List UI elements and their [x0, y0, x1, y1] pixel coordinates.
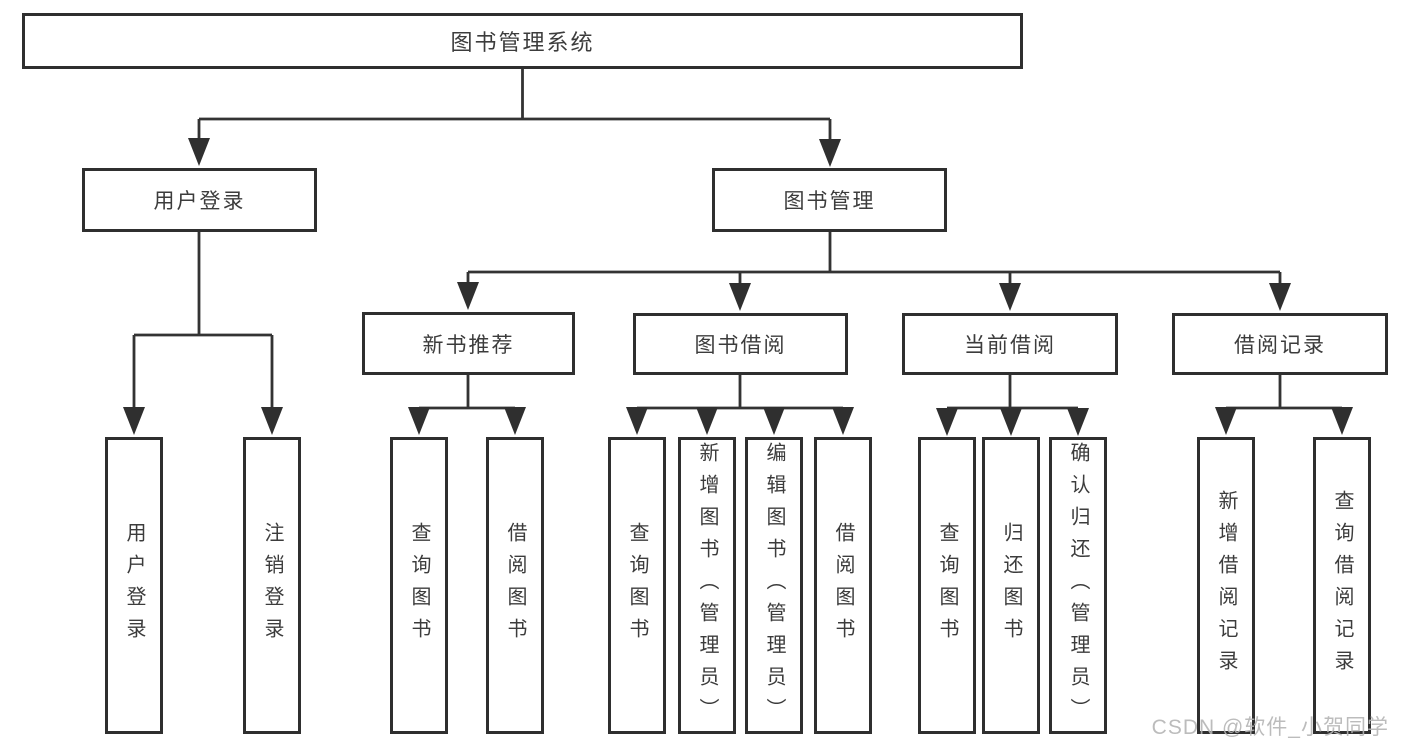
- leaf-query-books-borrowing: 查询图书: [608, 437, 666, 734]
- leaf-edit-books-admin: 编辑图书（管理员）: [745, 437, 803, 734]
- leaf-query-books-recommendation: 查询图书: [390, 437, 448, 734]
- node-borrowing-records: 借阅记录: [1172, 313, 1388, 375]
- node-new-book-recommendation: 新书推荐: [362, 312, 575, 375]
- arrowheads: [123, 138, 1353, 436]
- leaf-borrow-books: 借阅图书: [814, 437, 872, 734]
- leaf-borrow-books-recommendation: 借阅图书: [486, 437, 544, 734]
- leaf-confirm-return-admin: 确认归还（管理员）: [1049, 437, 1107, 734]
- node-library-management-system: 图书管理系统: [22, 13, 1023, 69]
- leaf-user-login: 用户登录: [105, 437, 163, 734]
- leaf-add-books-admin: 新增图书（管理员）: [678, 437, 736, 734]
- leaf-query-books-current: 查询图书: [918, 437, 976, 734]
- leaf-add-borrowing-record: 新增借阅记录: [1197, 437, 1255, 734]
- leaf-return-books: 归还图书: [982, 437, 1040, 734]
- leaf-logout: 注销登录: [243, 437, 301, 734]
- node-user-login: 用户登录: [82, 168, 317, 232]
- node-book-management: 图书管理: [712, 168, 947, 232]
- node-book-borrowing: 图书借阅: [633, 313, 848, 375]
- node-current-borrowing: 当前借阅: [902, 313, 1118, 375]
- leaf-query-borrowing-record: 查询借阅记录: [1313, 437, 1371, 734]
